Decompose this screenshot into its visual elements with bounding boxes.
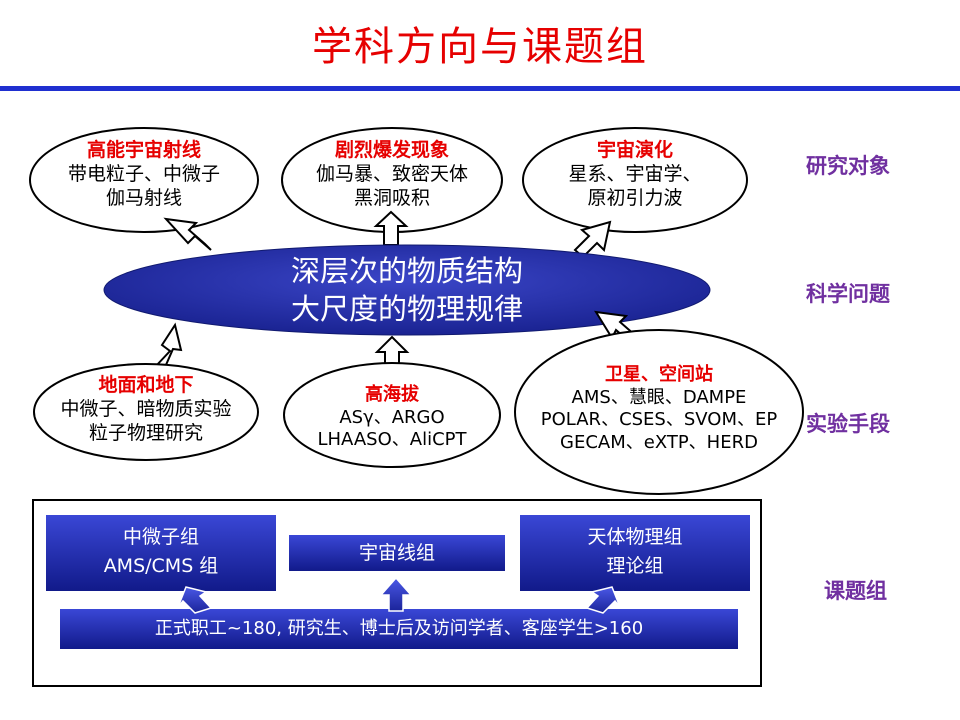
object-evolution: 宇宙演化 星系、宇宙学、 原初引力波 [535, 139, 735, 210]
arrow-staff-right-icon [585, 586, 621, 614]
group-line: 中微子组 [122, 526, 199, 548]
group-line: 理论组 [606, 554, 664, 577]
staff-bar [60, 609, 738, 649]
core-text: 深层次的物质结构 大尺度的物理规律 [157, 253, 657, 328]
method-altitude: 高海拔 ASγ、ARGO LHAASO、AliCPT [292, 384, 492, 452]
group-box-astro [520, 515, 750, 591]
method-line: 中微子、暗物质实验 [60, 397, 232, 420]
group-box-neutrino [46, 515, 276, 591]
object-heading: 宇宙演化 [596, 139, 673, 161]
category-groups: 课题组 [824, 579, 887, 603]
groups-frame [32, 499, 762, 687]
category-objects: 研究对象 [806, 154, 890, 178]
arrow-up-center-icon [373, 210, 409, 246]
object-heading: 高能宇宙射线 [86, 139, 201, 161]
staff-text: 正式职工~180, 研究生、博士后及访问学者、客座学生>160 [154, 618, 644, 639]
group-line: AMS/CMS 组 [103, 554, 219, 577]
object-line: 黑洞吸积 [353, 186, 430, 209]
method-ellipse-space [514, 329, 804, 495]
object-burst: 剧烈爆发现象 伽马暴、致密天体 黑洞吸积 [292, 139, 492, 210]
group-astro: 天体物理组 理论组 [520, 523, 750, 580]
group-line: 天体物理组 [587, 526, 683, 548]
method-line: GECAM、eXTP、HERD [560, 431, 758, 453]
object-ellipse-evolution [522, 127, 748, 233]
method-line: POLAR、CSES、SVOM、EP [540, 409, 778, 430]
object-line: 星系、宇宙学、 [568, 162, 702, 185]
title-divider [0, 86, 960, 91]
group-cosmic-ray: 宇宙线组 [289, 539, 505, 568]
method-heading: 高海拔 [365, 384, 419, 405]
page-title: 学科方向与课题组 [312, 24, 648, 70]
method-line: ASγ、ARGO [339, 406, 445, 428]
object-line: 伽马射线 [105, 186, 182, 209]
arrow-up-right-icon [573, 220, 612, 259]
object-line: 伽马暴、致密天体 [315, 162, 468, 185]
method-line: 粒子物理研究 [88, 421, 203, 444]
core-line: 大尺度的物理规律 [290, 291, 523, 326]
group-box-cosmic-ray [289, 535, 505, 571]
core-line: 深层次的物质结构 [290, 254, 523, 288]
method-line: LHAASO、AliCPT [317, 429, 467, 450]
method-heading: 卫星、空间站 [605, 364, 713, 385]
method-ground: 地面和地下 中微子、暗物质实验 粒子物理研究 [36, 374, 256, 445]
arrow-staff-center-icon [379, 576, 413, 612]
category-methods: 实验手段 [806, 412, 890, 436]
object-heading: 剧烈爆发现象 [334, 139, 449, 161]
arrow-staff-left-icon [177, 586, 213, 614]
group-neutrino: 中微子组 AMS/CMS 组 [46, 523, 276, 580]
method-ellipse-ground [33, 363, 259, 461]
method-ellipse-altitude [283, 362, 501, 468]
method-line: AMS、慧眼、DAMPE [571, 386, 747, 408]
core-ellipse [103, 244, 711, 336]
category-science: 科学问题 [806, 282, 890, 306]
object-cosmic-ray: 高能宇宙射线 带电粒子、中微子 伽马射线 [44, 139, 244, 210]
object-ellipse-cosmic-ray [29, 127, 259, 233]
object-line: 原初引力波 [587, 186, 683, 209]
arrow-up-left-icon [163, 217, 212, 251]
group-line: 宇宙线组 [358, 542, 435, 564]
method-space: 卫星、空间站 AMS、慧眼、DAMPE POLAR、CSES、SVOM、EP G… [515, 364, 803, 454]
object-line: 带电粒子、中微子 [67, 162, 220, 185]
method-heading: 地面和地下 [98, 374, 194, 396]
